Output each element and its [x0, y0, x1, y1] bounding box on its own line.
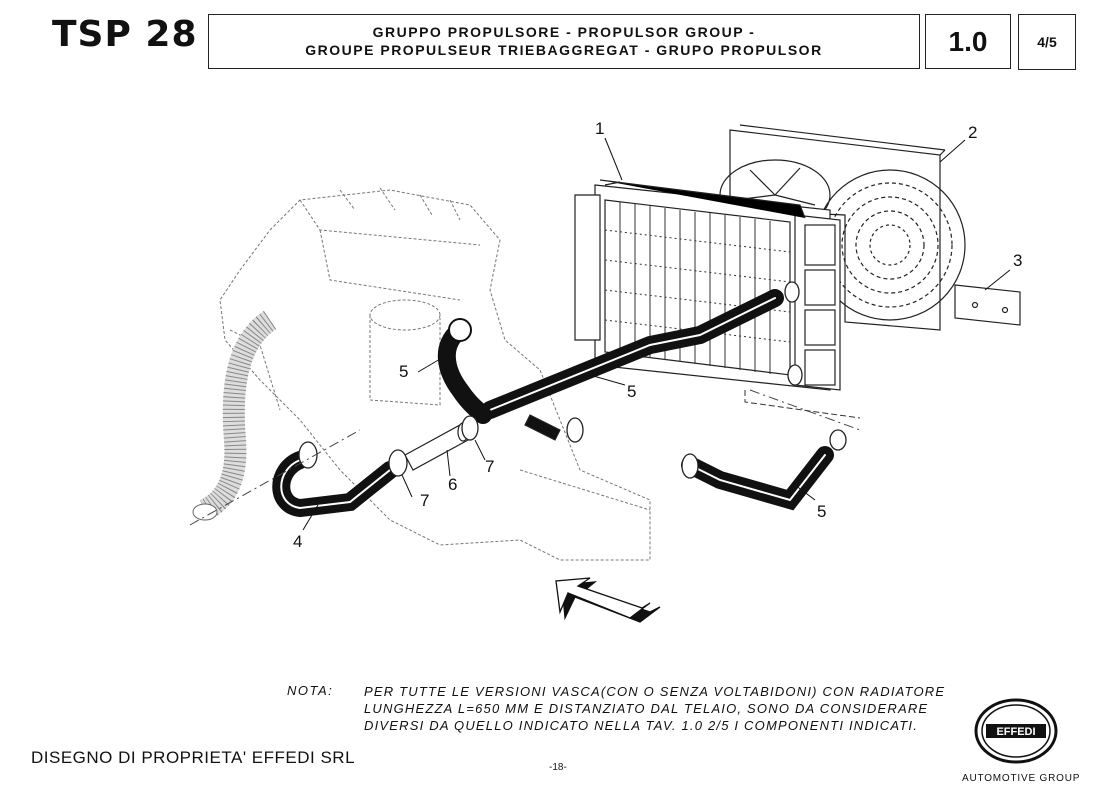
callout-6: 6 [448, 475, 457, 494]
note-label: NOTA: [287, 683, 334, 698]
title-line-2: GROUPE PROPULSEUR TRIEBAGGREGAT - GRUPO … [305, 42, 823, 58]
note-line-2: LUNGHEZZA L=650 MM E DISTANZIATO DAL TEL… [364, 701, 929, 716]
title-box: GRUPPO PROPULSORE - PROPULSOR GROUP - GR… [208, 14, 920, 69]
direction-arrow [555, 577, 661, 623]
title-line-1: GRUPPO PROPULSORE - PROPULSOR GROUP - [372, 24, 756, 40]
upper-hose [481, 289, 784, 419]
callout-2: 2 [968, 123, 977, 142]
callout-1: 1 [595, 119, 604, 138]
axis-line [189, 389, 861, 526]
callout-7-right: 7 [485, 457, 494, 476]
radiator-bracket [954, 284, 1021, 326]
sheet-number: 4/5 [1018, 14, 1076, 70]
hose-clamps [298, 281, 847, 479]
lower-hose-right [681, 446, 834, 511]
corrugated-intake-hose [192, 310, 277, 521]
frame-line [744, 390, 861, 419]
engine-block [219, 187, 651, 561]
callout-numbers: 1 2 3 4 5 5 5 6 7 7 [293, 119, 1022, 551]
note-line-3: DIVERSI DA QUELLO INDICATO NELLA TAV. 1.… [364, 718, 919, 733]
effedi-logo: EFFEDI [974, 698, 1058, 764]
note-text: PER TUTTE LE VERSIONI VASCA(CON O SENZA … [364, 683, 945, 734]
callout-3: 3 [1013, 251, 1022, 270]
page-number: -18- [549, 762, 567, 773]
model-code: TSP 28 [52, 14, 198, 55]
callout-5-thermostat: 5 [399, 362, 408, 381]
thermostat-hose [437, 318, 492, 424]
callout-7-left: 7 [420, 491, 429, 510]
automotive-group-label: AUTOMOTIVE GROUP [962, 773, 1081, 784]
callout-5-upper: 5 [627, 382, 636, 401]
note-line-1: PER TUTTE LE VERSIONI VASCA(CON O SENZA … [364, 684, 946, 699]
logo-wordmark: EFFEDI [996, 726, 1035, 738]
leader-lines [302, 137, 1011, 531]
ownership-notice: DISEGNO DI PROPRIETA' EFFEDI SRL [31, 748, 356, 767]
section-number: 1.0 [925, 14, 1011, 69]
callout-5-lower: 5 [817, 502, 826, 521]
fan-shroud [719, 124, 966, 331]
callout-4: 4 [293, 532, 302, 551]
lower-hose-left [272, 451, 399, 518]
